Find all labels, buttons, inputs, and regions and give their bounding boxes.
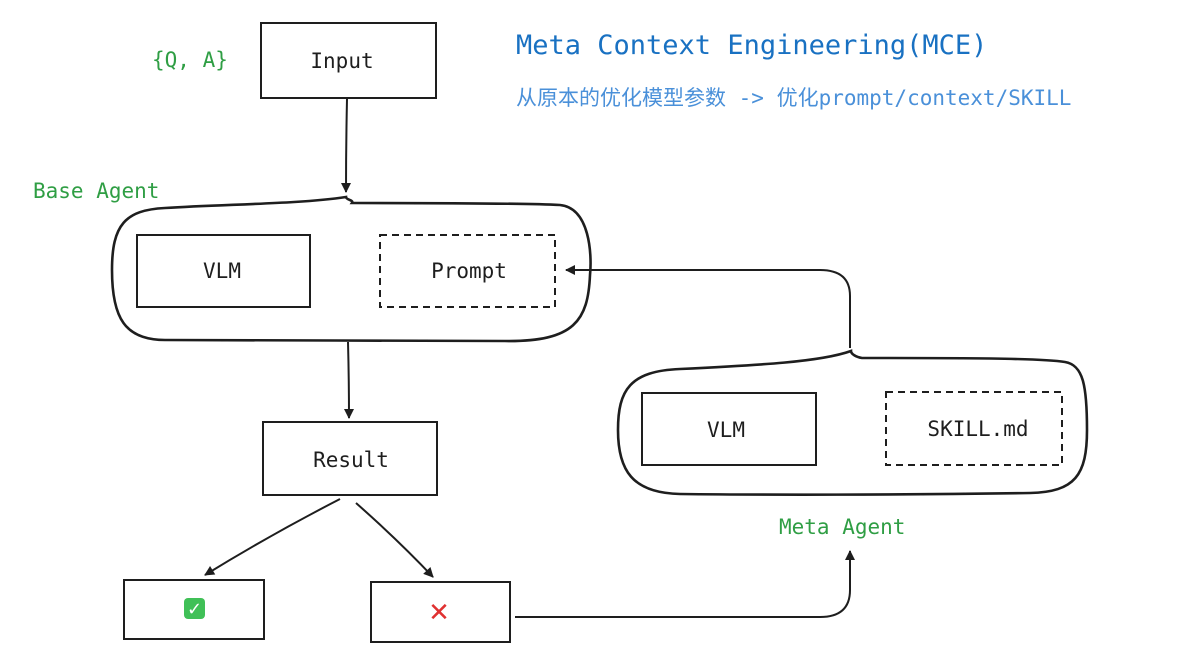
base-agent-prompt-box	[379, 234, 556, 308]
arrow-result-to-failure	[355, 502, 434, 578]
success-node: ✓	[123, 579, 265, 640]
base-agent-container: VLM Prompt	[110, 195, 592, 343]
arrow-base-agent-to-result	[343, 341, 354, 419]
meta-agent-vlm-box	[641, 392, 817, 466]
diagram-title: Meta Context Engineering(MCE)	[516, 30, 987, 61]
svg-text:✓: ✓	[187, 599, 202, 620]
meta-agent-vlm-label: VLM	[707, 418, 745, 442]
arrow-input-to-base-agent	[341, 98, 352, 193]
base-agent-prompt-label: Prompt	[431, 259, 507, 283]
svg-text:✕: ✕	[428, 598, 450, 628]
meta-agent-container: VLM SKILL.md	[616, 349, 1089, 496]
base-agent-vlm-label: VLM	[203, 259, 241, 283]
arrow-meta-agent-to-prompt	[565, 265, 851, 348]
base-agent-vlm-box	[136, 234, 311, 308]
arrow-failure-to-meta-agent	[515, 550, 855, 618]
meta-agent-label: Meta Agent	[779, 515, 905, 539]
input-label: Input	[310, 49, 373, 73]
result-node: Result	[262, 421, 438, 496]
failure-node: ✕	[370, 581, 511, 643]
diagram-subtitle: 从原本的优化模型参数 -> 优化prompt/context/SKILL	[516, 86, 1071, 110]
meta-agent-skill-label: SKILL.md	[927, 417, 1028, 441]
arrow-result-to-success	[204, 498, 341, 576]
result-label: Result	[313, 448, 389, 472]
check-mark-icon: ✓	[184, 598, 205, 620]
input-node: Input	[260, 22, 437, 99]
meta-agent-skill-box	[885, 391, 1063, 466]
base-agent-label: Base Agent	[33, 179, 159, 203]
cross-mark-icon: ✕	[428, 598, 450, 628]
input-annotation: {Q, A}	[152, 48, 228, 72]
